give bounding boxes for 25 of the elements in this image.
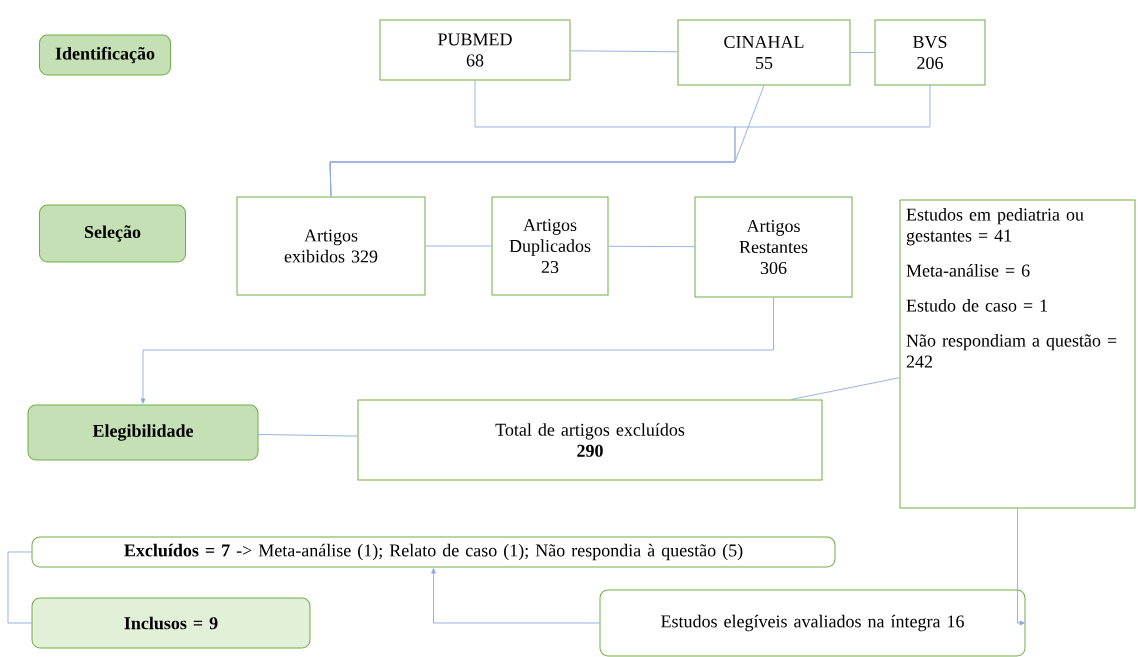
connector xyxy=(431,568,600,624)
stage-box: Seleção xyxy=(39,204,186,263)
note-box: Estudos em pediatria ou gestantes = 41 Meta-análise = 6 Estudo de caso = 1 Não respondiam a questão = 242 xyxy=(899,199,1136,509)
process-box: Artigos Duplicados 23 xyxy=(491,196,609,296)
connector xyxy=(140,297,774,404)
process-box: Artigos Restantes 306 xyxy=(694,196,853,298)
stage-box: Inclusos = 9 xyxy=(31,597,311,649)
stage-box: Identificação xyxy=(39,34,171,76)
process-box: Artigos exibidos 329 xyxy=(236,196,426,296)
connector xyxy=(7,551,32,624)
stage-box: Elegibilidade xyxy=(27,404,259,461)
process-box: PUBMED 68 xyxy=(379,19,571,81)
connector xyxy=(850,52,875,53)
connector xyxy=(258,434,358,437)
connector xyxy=(790,377,900,400)
connector xyxy=(425,245,492,247)
process-box: Estudos elegíveis avaliados na íntegra 16 xyxy=(599,589,1026,657)
process-box: CINAHAL 55 xyxy=(677,19,851,86)
process-box: Excluídos = 7 -> Meta-análise (1); Relato de caso (1); Não respondia à questão (5) xyxy=(31,536,836,568)
connector xyxy=(1017,508,1025,626)
connector xyxy=(608,245,695,248)
process-box: BVS 206 xyxy=(874,19,986,86)
process-box: Total de artigos excluídos 290 xyxy=(357,399,823,481)
connector xyxy=(329,85,931,197)
connector xyxy=(570,50,678,53)
